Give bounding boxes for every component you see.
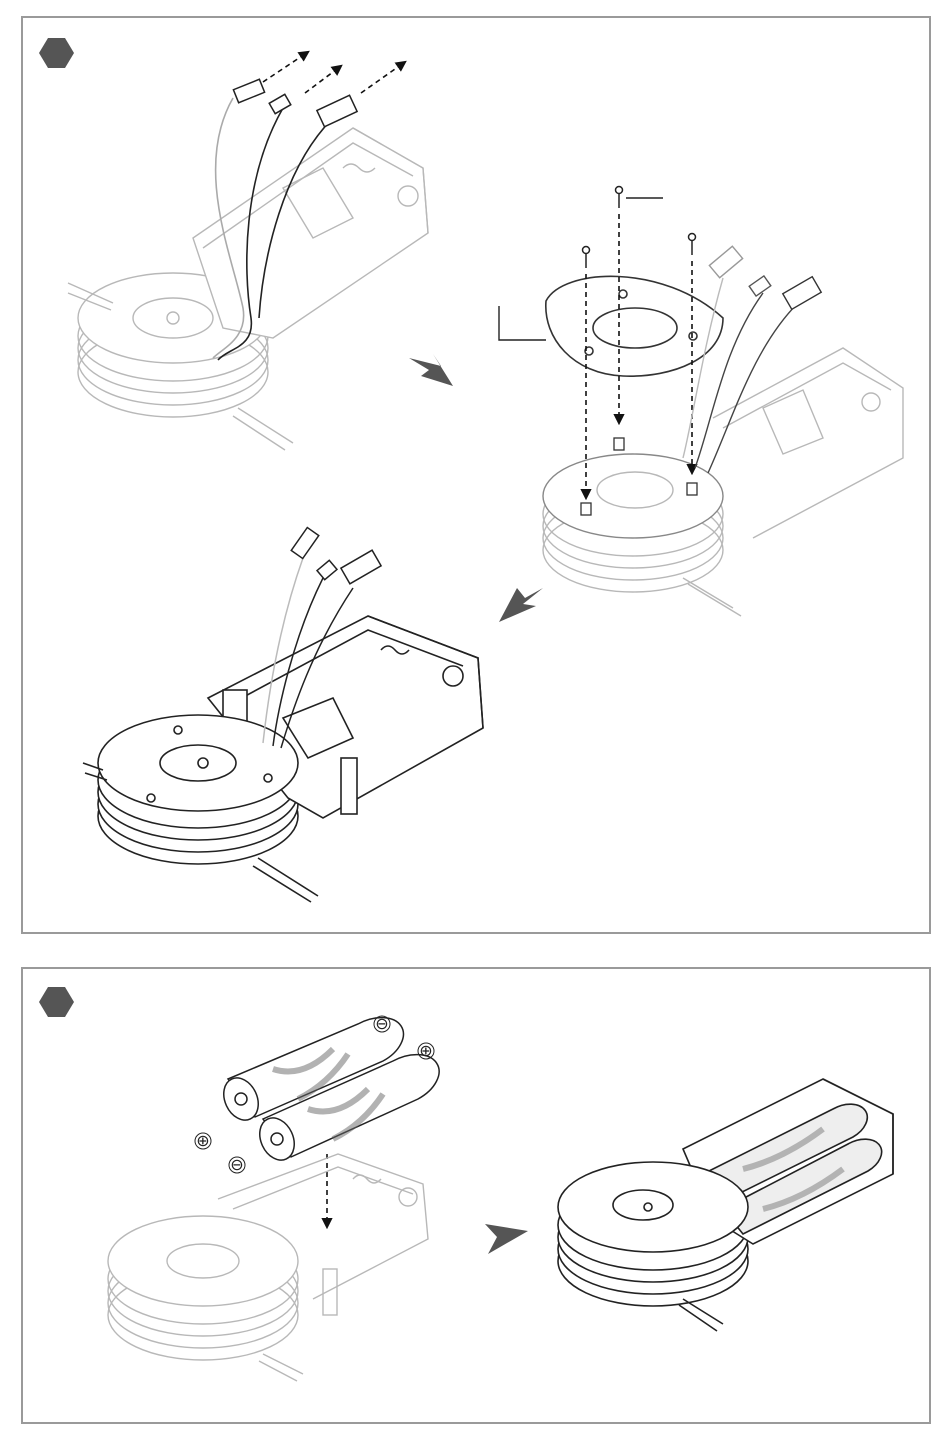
housing-empty <box>108 1154 428 1381</box>
view-assembled-housing <box>83 616 483 902</box>
view-remove-cover-screws <box>543 348 903 616</box>
cover-plate <box>546 276 723 376</box>
step-1-badge <box>39 38 74 68</box>
wires-view-b <box>683 246 821 473</box>
flow-arrow-right-down <box>409 354 453 386</box>
polarity-plus-right: ⊕ <box>419 1041 432 1060</box>
flow-arrow-right <box>485 1224 528 1254</box>
screw-top <box>616 187 623 209</box>
screw-left <box>583 247 590 269</box>
polarity-minus-bottom: ⊖ <box>230 1155 243 1174</box>
step-panel-2: ⊖ ⊕ ⊕ ⊖ <box>21 967 931 1424</box>
step-2-badge <box>39 987 74 1017</box>
housing-with-batteries <box>558 1079 893 1331</box>
flow-arrow-left-down <box>499 588 543 622</box>
screw-right <box>689 234 696 256</box>
connectors-view-a <box>233 52 405 127</box>
step-2-illustration: ⊖ ⊕ ⊕ ⊖ <box>23 969 933 1426</box>
callout-cover-plate <box>499 306 546 340</box>
polarity-minus-top: ⊖ <box>375 1014 388 1033</box>
screws <box>583 187 696 269</box>
step-1-illustration <box>23 18 933 936</box>
polarity-plus-left: ⊕ <box>196 1131 209 1150</box>
step-panel-1 <box>21 16 931 934</box>
